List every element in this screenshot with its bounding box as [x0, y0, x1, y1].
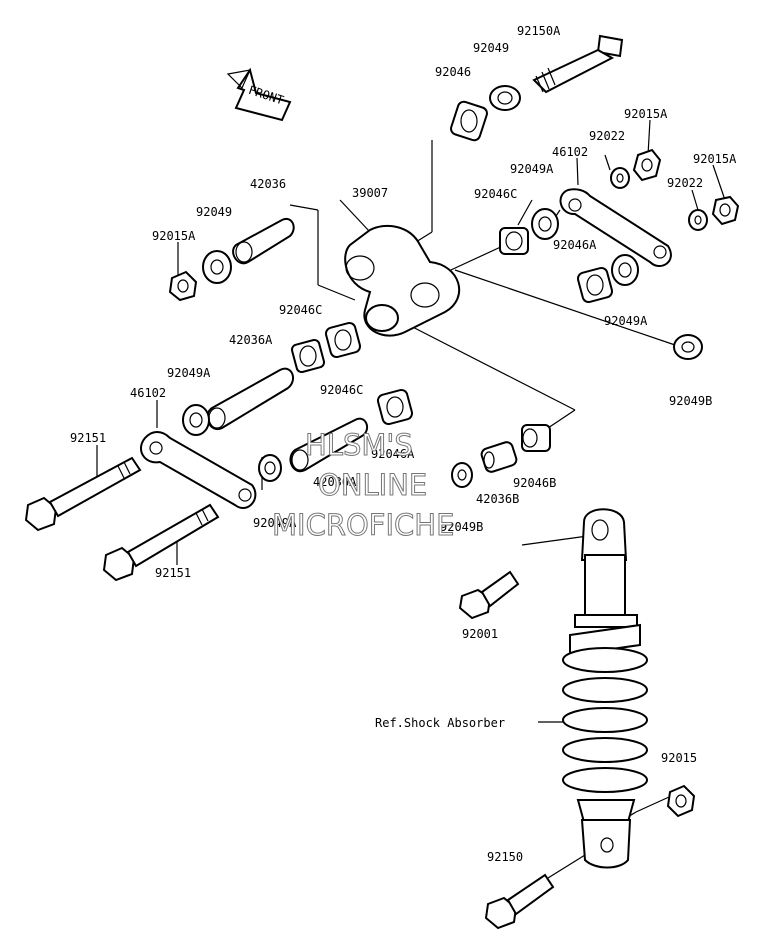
label-92046C-right: 92046C	[474, 187, 517, 201]
washer-92049A-bottom	[258, 454, 282, 482]
label-42036: 42036	[250, 177, 286, 191]
label-92015A-left: 92015A	[152, 229, 196, 243]
bolt-92150A	[532, 34, 624, 94]
part-labels: 92150A 92049 92046 92015A 92022 46102 92…	[70, 24, 737, 864]
label-92015A-top: 92015A	[624, 107, 668, 121]
collar-42036A-mid	[289, 417, 369, 473]
shock-absorber	[562, 508, 648, 869]
label-92046A-right: 92046A	[553, 238, 597, 252]
bearing-92046A-right	[576, 266, 614, 304]
label-92151-top: 92151	[70, 431, 106, 445]
link-plate-46102-right	[559, 188, 672, 267]
label-92049A-right2: 92049A	[604, 314, 648, 328]
bolt-92150	[484, 873, 555, 930]
label-92049A-left: 92049A	[167, 366, 211, 380]
watermark-line2: ONLINE	[318, 468, 427, 502]
bearing-92046A-mid	[376, 388, 414, 426]
front-arrow-icon: FRONT	[226, 67, 292, 122]
watermark-line1: HLSM'S	[305, 428, 413, 462]
washer-92049-left	[202, 250, 232, 284]
washer-92049-top	[489, 85, 521, 111]
label-92046C-mid: 92046C	[279, 303, 322, 317]
label-92046-top: 92046	[435, 65, 471, 79]
nut-92015A-b	[711, 195, 740, 226]
label-92046A-mid: 92046A	[371, 447, 415, 461]
washer-92049A-right	[531, 208, 559, 240]
label-42036B: 42036B	[476, 492, 519, 506]
label-92046B: 92046B	[513, 476, 556, 490]
nut-92015A-a	[632, 148, 662, 182]
washer-92022-b	[688, 209, 708, 231]
bolt-92151-top	[24, 456, 142, 532]
leader-lines	[96, 119, 726, 879]
bearing-92046C-right	[499, 227, 529, 255]
bolt-92151-bottom	[102, 503, 220, 582]
collar-42036A-top	[206, 367, 295, 431]
rocker-arm-39007	[344, 224, 461, 337]
label-92046C-mid2: 92046C	[320, 383, 363, 397]
label-92022-right: 92022	[667, 176, 703, 190]
watermark-line3: MICROFICHE	[272, 508, 454, 542]
label-42036A-top: 42036A	[229, 333, 273, 347]
label-39007: 39007	[352, 186, 388, 200]
bearing-92046C-mid2	[324, 321, 362, 359]
nut-92015A-left	[168, 270, 198, 302]
collar-42036B	[480, 441, 518, 473]
label-92049A-right: 92049A	[510, 162, 554, 176]
label-92015: 92015	[661, 751, 697, 765]
label-92015A-right: 92015A	[693, 152, 737, 166]
label-42036A-mid: 42036A	[313, 475, 357, 489]
label-92049B-right: 92049B	[669, 394, 712, 408]
label-92049-left: 92049	[196, 205, 232, 219]
link-plate-46102-left	[140, 431, 257, 509]
nut-92015	[666, 784, 696, 818]
bolt-92001	[458, 570, 520, 620]
label-46102-right: 46102	[552, 145, 588, 159]
washer-92022-a	[610, 167, 630, 189]
bearing-92046C-mid	[290, 338, 326, 374]
label-92150: 92150	[487, 850, 523, 864]
washer-92049B-right	[673, 334, 703, 360]
label-46102-left: 46102	[130, 386, 166, 400]
washer-92049A-left	[182, 404, 210, 436]
label-shock-absorber: Ref.Shock Absorber	[375, 716, 505, 730]
label-92049-top: 92049	[473, 41, 509, 55]
bearing-92046B	[521, 424, 551, 452]
washer-92049B-mid	[451, 462, 473, 488]
washer-92049A-right2	[611, 254, 639, 286]
label-92150A: 92150A	[517, 24, 561, 38]
label-92049B-mid: 92049B	[440, 520, 483, 534]
bearing-92046-top	[450, 100, 488, 142]
collar-42036	[232, 217, 295, 265]
label-92151-bottom: 92151	[155, 566, 191, 580]
label-92022-top: 92022	[589, 129, 625, 143]
label-92001: 92001	[462, 627, 498, 641]
watermark: HLSM'S ONLINE MICROFICHE	[272, 428, 455, 543]
label-92049A-bottom: 92049A	[253, 516, 297, 530]
